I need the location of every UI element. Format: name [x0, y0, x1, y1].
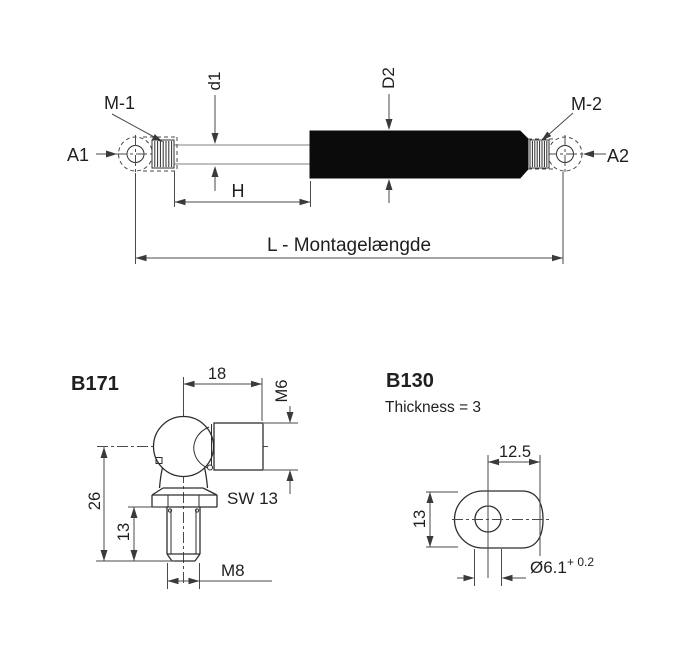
b130-dim-13-label: 13: [411, 510, 429, 528]
dim-d1-label: d1: [205, 72, 224, 91]
b171-dim-13-label: 13: [115, 523, 133, 541]
m2-arrowhead: [541, 131, 552, 141]
label-m2: M-2: [571, 94, 602, 114]
b171-dim-18: 18: [183, 365, 263, 421]
label-a1: A1: [67, 145, 89, 165]
b171-dim-m8-label: M8: [221, 561, 245, 580]
label-m1-group: M-1: [104, 93, 163, 142]
b171-dim-m8: M8: [167, 561, 272, 589]
b171-title: B171: [71, 373, 119, 395]
dim-d1-group: d1: [205, 72, 224, 191]
label-m1: M-1: [104, 93, 135, 113]
label-a2: A2: [607, 146, 629, 166]
b171-dim-m6-label: M6: [273, 380, 291, 403]
b171-dim-m6: M6: [264, 380, 298, 494]
left-eyelet-end: [116, 135, 178, 173]
dim-l-label: L - Montagelængde: [267, 235, 431, 256]
b130-dim-hole-label: Ø6.1: [530, 558, 567, 577]
left-eyelet-crosshair: [116, 135, 155, 173]
dim-h-label: H: [232, 181, 245, 201]
b171-dim-26: 26: [86, 447, 174, 562]
dim-h-group: H: [174, 171, 311, 207]
dim-d2-label: D2: [379, 67, 398, 89]
ball-detent-mark: [155, 457, 163, 464]
threaded-stud: [166, 507, 201, 562]
socket-rivet: [207, 464, 213, 471]
b171-dim-18-label: 18: [208, 365, 226, 383]
left-eyelet-tab: [143, 136, 178, 172]
socket-lip-curve: [193, 426, 213, 470]
b130-title: B130: [386, 370, 434, 392]
stud-flange: [151, 467, 218, 508]
right-eyelet-crosshair: [546, 135, 584, 173]
b130-thickness-note: Thickness = 3: [385, 399, 481, 416]
dim-l-group: L - Montagelængde: [135, 172, 564, 264]
a2-arrowhead: [583, 150, 594, 158]
thread-m1-block: [151, 139, 175, 169]
b130-dim-12-5: 12.5: [488, 443, 541, 556]
b130-dim-hole-diameter: Ø6.1 + 0.2: [457, 549, 594, 586]
b171-dim-13: 13: [115, 506, 165, 561]
b171-wrench-size-label: SW 13: [227, 489, 278, 508]
b171-detail-drawing: B171: [71, 365, 298, 589]
dim-d2-group: D2: [379, 67, 398, 203]
main-assembly-drawing: A1 A2 M-1 M-2 d1: [67, 67, 629, 264]
b130-detail-drawing: B130 Thickness = 3 12.5 13 Ø6.1 + 0.2: [385, 370, 594, 586]
thread-m2-block: [529, 139, 550, 169]
cylinder-body: [309, 130, 529, 179]
label-a1-group: A1: [67, 145, 117, 165]
b130-dim-12-5-label: 12.5: [499, 443, 531, 461]
right-eyelet-end: [528, 135, 584, 173]
b130-dim-13: 13: [411, 491, 458, 548]
m1-arrowhead: [152, 134, 163, 142]
socket-cylinder: [193, 422, 264, 471]
right-eyelet-tab: [528, 138, 556, 170]
piston-rod: [174, 144, 310, 165]
b171-dim-26-label: 26: [86, 492, 104, 510]
label-a2-group: A2: [583, 146, 629, 166]
label-m2-group: M-2: [541, 94, 602, 141]
a1-arrowhead: [106, 150, 117, 158]
b130-dim-hole-tolerance: + 0.2: [567, 555, 594, 569]
